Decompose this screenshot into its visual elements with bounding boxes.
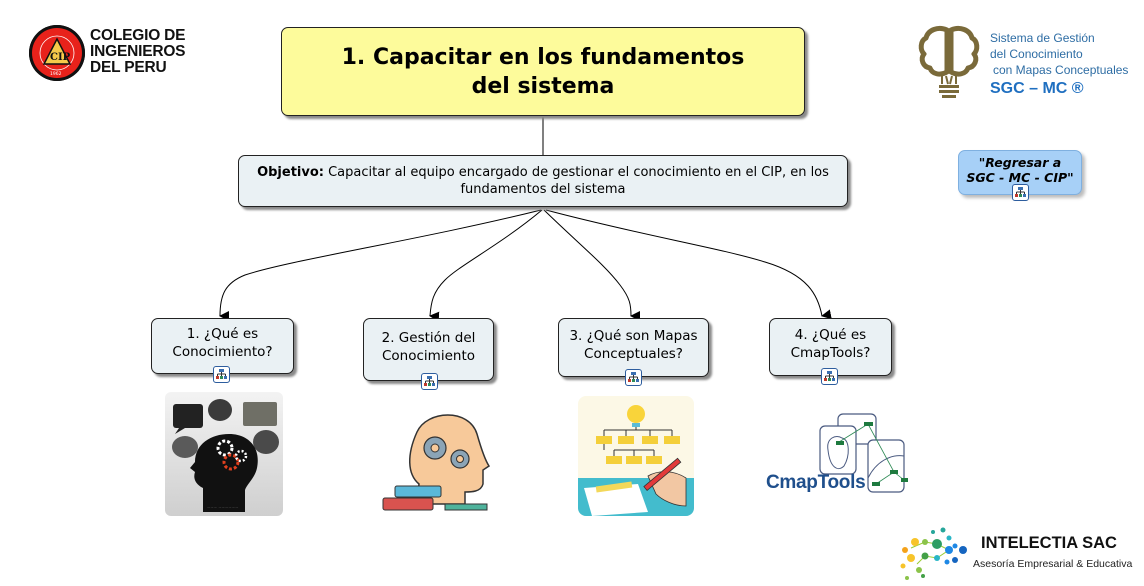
objective-node[interactable]: Objetivo: Capacitar al equipo encargado … xyxy=(238,155,848,207)
subconcept-line: 4. ¿Qué es xyxy=(794,327,867,343)
objective-text: Objetivo: Capacitar al equipo encargado … xyxy=(245,164,841,198)
intelectia-name: INTELECTIA SAC xyxy=(981,534,1117,552)
main-concept-line: del sistema xyxy=(471,73,615,99)
svg-text:~~~ ~~~~~~: ~~~ ~~~~~~ xyxy=(207,505,238,510)
connector-to-sub2 xyxy=(429,209,543,322)
intelectia-tagline: Asesoría Empresarial & Educativa xyxy=(973,558,1133,570)
cip-name-line: COLEGIO DE xyxy=(90,27,186,44)
main-concept-line: 1. Capacitar en los fundamentos xyxy=(341,44,745,70)
cip-seal-icon: CIP 1962 xyxy=(29,25,85,81)
subconcept-line: 2. Gestión del xyxy=(381,329,476,346)
main-concept-node[interactable]: 1. Capacitar en los fundamentos del sist… xyxy=(281,27,805,116)
cmaptools-logo-image: CmapTools xyxy=(764,412,908,494)
cip-name-line: INGENIEROS xyxy=(90,43,186,60)
cmap-link-icon[interactable] xyxy=(213,366,230,383)
subconcept-line: Conocimiento xyxy=(382,347,475,364)
head-gears-books-image xyxy=(377,404,495,514)
back-link-line: SGC - MC - CIP" xyxy=(966,169,1074,185)
subconcept-que-es-conocimiento[interactable]: 1. ¿Qué es Conocimiento? xyxy=(151,318,294,374)
subconcept-gestion-del-conocimiento[interactable]: 2. Gestión del Conocimiento xyxy=(363,318,494,381)
back-link-line: "Regresar a xyxy=(978,154,1062,170)
head-gears-speech-bubbles-image: ~~~ ~~~~~~ xyxy=(165,392,283,516)
objective-label: Objetivo: xyxy=(257,165,324,180)
sgc-mc-text: Sistema de Gestión del Conocimiento con … xyxy=(990,30,1128,97)
connector-to-sub4 xyxy=(545,209,832,320)
sgc-line: Sistema de Gestión xyxy=(990,31,1095,45)
sgc-brand: SGC – MC ® xyxy=(990,80,1084,97)
subconcept-line: CmapTools? xyxy=(790,345,871,361)
hand-drawing-concept-map-image xyxy=(578,396,694,516)
cip-logo: CIP 1962 COLEGIO DE INGENIEROS DEL PERU xyxy=(28,24,188,82)
cip-name: COLEGIO DE INGENIEROS DEL PERU xyxy=(90,27,186,76)
sgc-line: del Conocimiento xyxy=(990,47,1083,61)
cmap-link-icon[interactable] xyxy=(821,368,838,385)
cmap-link-icon[interactable] xyxy=(625,369,642,386)
svg-text:1962: 1962 xyxy=(50,71,62,77)
back-to-sgc-node[interactable]: "Regresar a SGC - MC - CIP" xyxy=(958,150,1082,195)
cmap-link-icon[interactable] xyxy=(1012,184,1029,201)
brain-lightbulb-icon xyxy=(918,25,980,98)
subconcept-line: 3. ¿Qué son Mapas xyxy=(569,327,698,344)
sgc-line: con Mapas Conceptuales xyxy=(993,63,1129,77)
sgc-mc-logo: Sistema de Gestión del Conocimiento con … xyxy=(918,24,1144,104)
cmaptools-wordmark: CmapTools xyxy=(766,472,866,493)
subconcept-que-son-mapas-conceptuales[interactable]: 3. ¿Qué son Mapas Conceptuales? xyxy=(558,318,709,377)
intelectia-logo: INTELECTIA SAC Asesoría Empresarial & Ed… xyxy=(897,524,1144,586)
objective-description: Capacitar al equipo encargado de gestion… xyxy=(323,165,829,197)
subconcept-que-es-cmaptools[interactable]: 4. ¿Qué es CmapTools? xyxy=(769,318,892,376)
subconcept-line: 1. ¿Qué es xyxy=(186,326,259,342)
svg-text:CIP: CIP xyxy=(50,52,71,63)
network-dots-icon xyxy=(900,527,967,580)
cip-name-line: DEL PERU xyxy=(90,59,167,76)
subconcept-line: Conceptuales? xyxy=(584,345,683,362)
connector-to-sub3 xyxy=(543,209,641,321)
subconcept-line: Conocimiento? xyxy=(172,344,273,360)
cmap-link-icon[interactable] xyxy=(421,373,438,390)
connector-to-sub1 xyxy=(219,209,542,322)
